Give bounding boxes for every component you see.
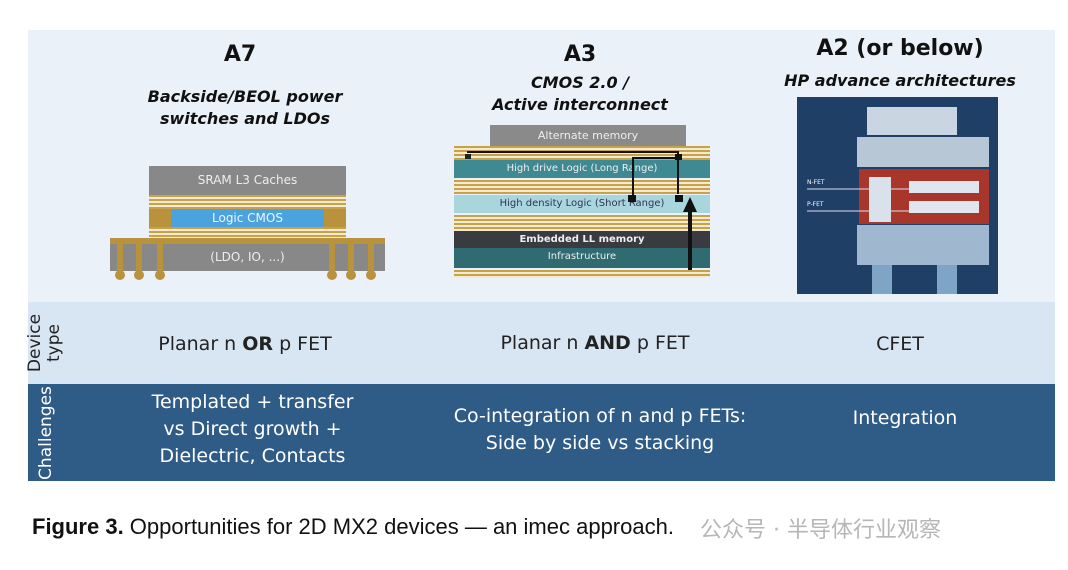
interposer-bar (110, 238, 385, 244)
subtitle-line: CMOS 2.0 / (530, 73, 630, 92)
label-line: Device (25, 313, 45, 373)
subtitle-line: Active interconnect (492, 95, 668, 114)
beol-layer (149, 195, 346, 209)
pin (348, 244, 354, 274)
infrastructure-layer: Infrastructure (454, 248, 710, 268)
device-type-a3: Planar n AND p FET (450, 330, 740, 357)
beol-layer (454, 270, 710, 278)
cell-line: Co-integration of n and p FETs: (453, 405, 747, 427)
cell-text: CFET (876, 333, 924, 355)
cell-text: Planar n (500, 332, 585, 354)
caption-text: Opportunities for 2D MX2 devices — an im… (123, 514, 674, 539)
column-title-a2: A2 (or below) (816, 36, 984, 61)
solder-ball (327, 270, 337, 280)
high-drive-logic-layer: High drive Logic (Long Range) (454, 160, 710, 178)
cell-text: p FET (273, 333, 332, 355)
pin (157, 244, 163, 274)
pin (329, 244, 335, 274)
device-type-label: Device type (25, 303, 66, 383)
sram-layer: SRAM L3 Caches (149, 166, 346, 195)
ldo-layer: (LDO, IO, ...) (110, 244, 385, 271)
cell-emphasis: AND (584, 332, 631, 354)
cell-emphasis: OR (242, 333, 274, 355)
solder-ball (155, 270, 165, 280)
solder-ball (366, 270, 376, 280)
cell-line: Templated + transfer (151, 391, 354, 413)
pin (368, 244, 374, 274)
alternate-memory-layer: Alternate memory (490, 125, 686, 146)
challenges-row (28, 384, 1055, 481)
challenges-a7: Templated + transfer vs Direct growth + … (110, 389, 395, 470)
column-subtitle-a3: CMOS 2.0 / Active interconnect (450, 72, 710, 116)
column-subtitle-a2: HP advance architectures (784, 71, 1016, 90)
nfet-label: N-FET (807, 179, 825, 186)
solder-ball (134, 270, 144, 280)
device-type-row (28, 302, 1055, 384)
column-title-a7: A7 (223, 42, 257, 67)
solder-ball (346, 270, 356, 280)
interconnect-arrows (465, 151, 697, 270)
figure-caption: Figure 3. Opportunities for 2D MX2 devic… (32, 514, 674, 540)
pin (117, 244, 123, 274)
cell-line: Side by side vs stacking (485, 432, 715, 454)
device-type-a7: Planar n OR p FET (110, 331, 380, 358)
watermark: 公众号 · 半导体行业观察 (700, 518, 941, 543)
cell-line: vs Direct growth + (163, 418, 342, 440)
cfet-render-image: N-FET P-FET (797, 97, 998, 294)
cell-line: Dielectric, Contacts (159, 445, 346, 467)
device-type-a2: CFET (800, 331, 1000, 358)
caption-label: Figure 3. (32, 514, 124, 539)
cell-line: Integration (852, 407, 958, 429)
beol-layer (149, 227, 346, 237)
cell-text: Planar n (158, 333, 243, 355)
challenges-label: Challenges (36, 386, 56, 480)
pfet-label: P-FET (807, 201, 824, 208)
beol-layer (454, 215, 710, 231)
embedded-memory-layer: Embedded LL memory (454, 231, 710, 248)
column-title-a3: A3 (563, 42, 597, 67)
beol-layer (454, 180, 710, 194)
pin (136, 244, 142, 274)
challenges-a2: Integration (800, 405, 1010, 432)
cell-text: p FET (630, 332, 690, 354)
cfet-illustration (807, 107, 989, 294)
solder-ball (115, 270, 125, 280)
subtitle-line: switches and LDOs (159, 109, 331, 128)
logic-cmos-layer: Logic CMOS (149, 209, 346, 227)
challenges-a3: Co-integration of n and p FETs: Side by … (430, 403, 770, 457)
subtitle-line: Backside/BEOL power (147, 87, 343, 106)
high-density-logic-layer: High density Logic (Short Range) (454, 195, 710, 213)
column-subtitle-a7: Backside/BEOL power switches and LDOs (110, 86, 380, 130)
label-line: type (44, 324, 64, 362)
